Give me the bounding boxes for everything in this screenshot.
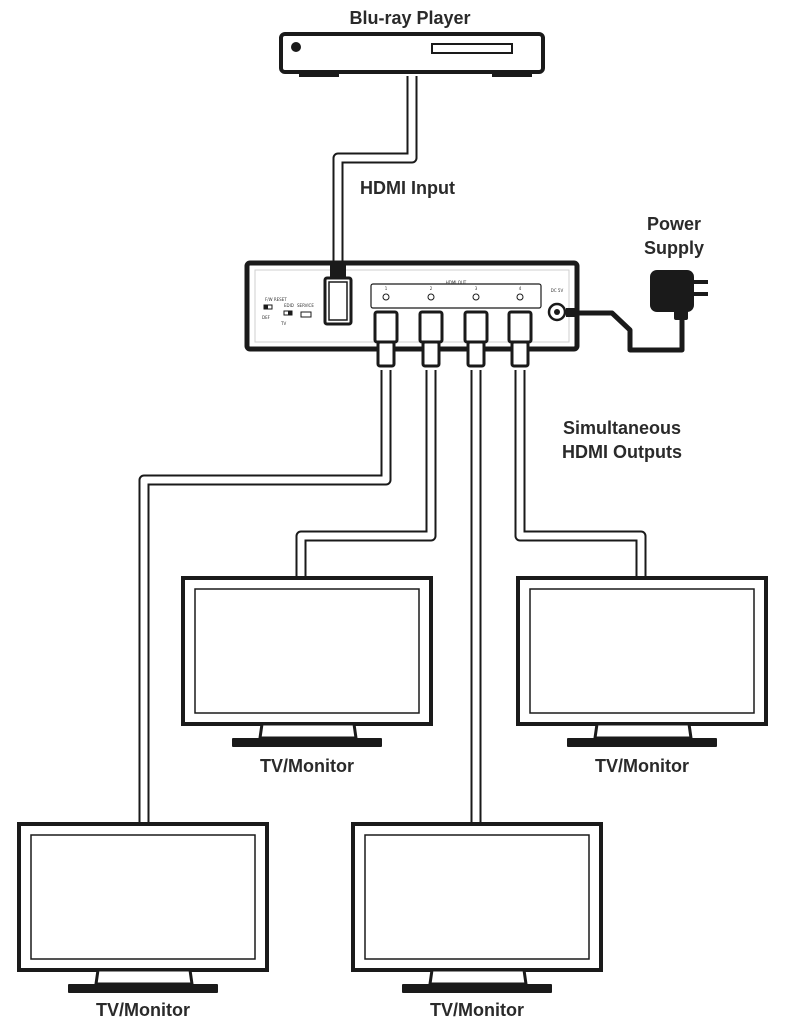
output-connector-1 xyxy=(373,310,399,368)
svg-text:DEF: DEF xyxy=(262,315,271,320)
label-power: Power xyxy=(647,214,701,234)
svg-text:F/W RESET: F/W RESET xyxy=(265,297,287,302)
output-connectors xyxy=(373,310,533,368)
blu-ray-player xyxy=(279,32,545,77)
output-connector-3 xyxy=(463,310,489,368)
label-tv-monitor-4: TV/Monitor xyxy=(430,1000,524,1020)
svg-text:1: 1 xyxy=(385,286,388,291)
svg-text:4: 4 xyxy=(519,286,522,291)
output-connector-4 xyxy=(507,310,533,368)
svg-text:SERVICE: SERVICE xyxy=(297,303,314,308)
label-hdmi-outputs: HDMI Outputs xyxy=(562,442,682,462)
power-adapter-icon xyxy=(650,270,708,320)
label-hdmi-input: HDMI Input xyxy=(360,178,455,198)
label-supply: Supply xyxy=(644,238,704,258)
tv-monitor-3 xyxy=(17,822,269,993)
svg-text:EDID: EDID xyxy=(284,303,294,308)
label-tv-monitor-1: TV/Monitor xyxy=(260,756,354,776)
output-connector-2 xyxy=(418,310,444,368)
svg-text:DC 5V: DC 5V xyxy=(551,288,564,293)
svg-text:TV: TV xyxy=(280,321,286,326)
output-cable-4 xyxy=(514,370,647,578)
svg-text:2: 2 xyxy=(430,286,433,291)
label-tv-monitor-3: TV/Monitor xyxy=(96,1000,190,1020)
hdmi-out-panel: HDMI OUT 1 2 3 4 xyxy=(370,280,542,309)
output-cable-2 xyxy=(295,370,437,578)
front-controls: F/W RESET EDID SERVICE DEF TV xyxy=(262,297,314,326)
tv-monitor-4 xyxy=(351,822,603,993)
input-connector xyxy=(323,262,353,326)
hdmi-cables xyxy=(138,76,685,824)
dc-port: DC 5V xyxy=(547,288,576,322)
label-tv-monitor-2: TV/Monitor xyxy=(595,756,689,776)
label-blu-ray-player: Blu-ray Player xyxy=(349,8,470,28)
power-cable xyxy=(572,308,685,353)
label-simultaneous: Simultaneous xyxy=(563,418,681,438)
tv-monitor-1 xyxy=(181,576,433,747)
tv-monitor-2 xyxy=(516,576,768,747)
svg-text:3: 3 xyxy=(475,286,478,291)
power-button-icon xyxy=(291,42,301,52)
hdmi-splitter: F/W RESET EDID SERVICE DEF TV HDMI OUT 1… xyxy=(244,260,580,368)
input-cable xyxy=(332,76,418,262)
svg-text:HDMI OUT: HDMI OUT xyxy=(446,280,467,285)
disc-tray xyxy=(431,43,513,54)
